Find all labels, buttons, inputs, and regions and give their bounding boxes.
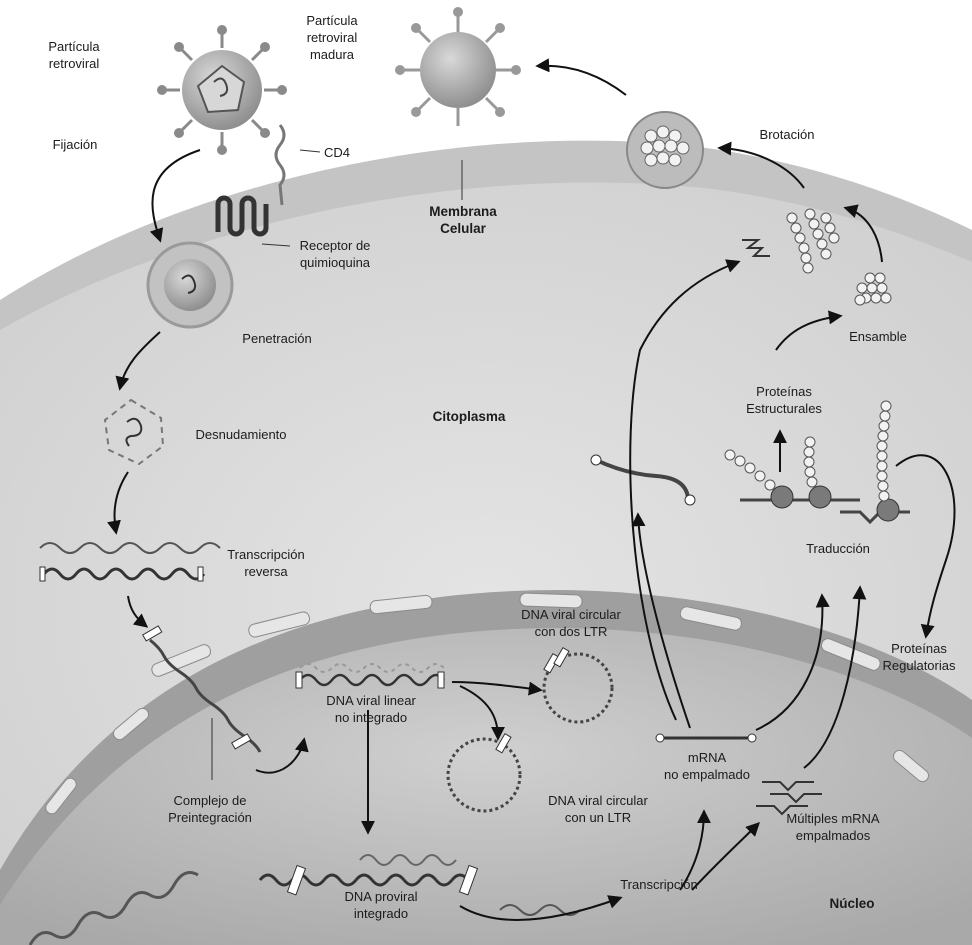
label-dna-proviral: DNA proviral integrado [326,888,436,922]
label-mrna-no-empalmado: mRNA no empalmado [652,749,762,783]
label-complejo: Complejo de Preintegración [150,792,270,826]
label-penetracion: Penetración [222,330,332,347]
label-multiples-mrna: Múltiples mRNA empalmados [768,810,898,844]
label-proteinas-regulatorias: Proteínas Regulatorias [866,640,972,674]
label-transcripcion-reversa: Transcripción reversa [206,546,326,580]
penetration-particle [148,243,232,327]
label-dna-circular-un: DNA viral circular con un LTR [528,792,668,826]
label-dna-circular-dos: DNA viral circular con dos LTR [496,606,646,640]
label-ensamble: Ensamble [828,328,928,345]
label-receptor: Receptor de quimioquina [280,237,390,271]
label-proteinas-estructurales: Proteínas Estructurales [724,383,844,417]
label-particula-madura: Partícula retroviral madura [282,12,382,63]
label-nucleo: Núcleo [812,895,892,912]
label-membrana: Membrana Celular [416,203,510,237]
virus-particle-mature [395,7,521,126]
label-desnudamiento: Desnudamiento [176,426,306,443]
label-transcripcion: Transcripción [604,876,714,893]
label-fijacion: Fijación [30,136,120,153]
budding-particle [627,112,703,188]
label-brotacion: Brotación [742,126,832,143]
arrow-budding-mature [538,66,626,95]
label-traduccion: Traducción [788,540,888,557]
label-dna-linear: DNA viral linear no integrado [306,692,436,726]
virus-particle-initial [157,25,287,155]
label-cd4: CD4 [312,144,362,161]
label-citoplasma: Citoplasma [414,408,524,425]
label-particula-retroviral: Partícula retroviral [24,38,124,72]
